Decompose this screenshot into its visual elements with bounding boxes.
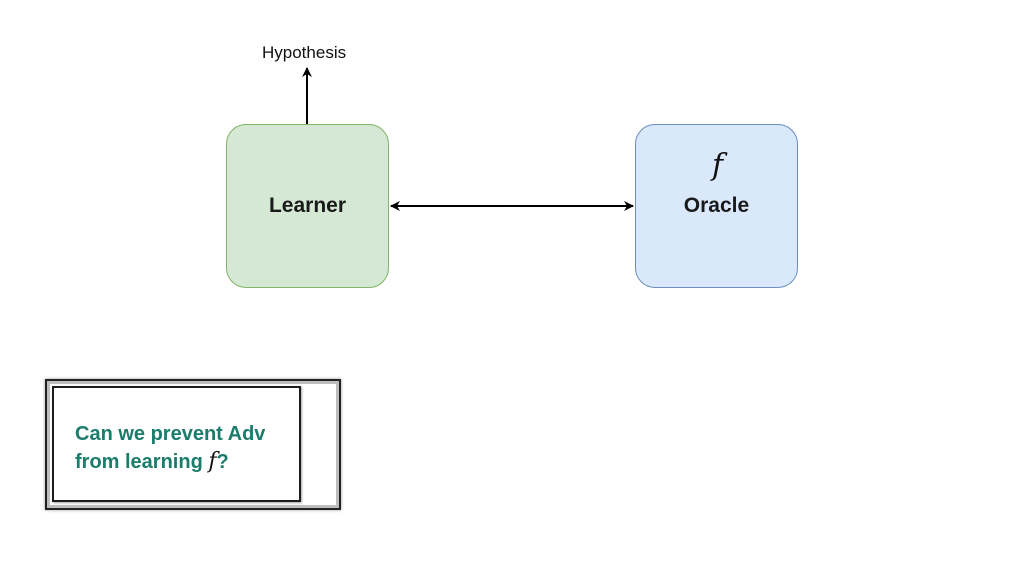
- question-line-1: Can we prevent Adv: [75, 423, 266, 445]
- learner-label: Learner: [268, 194, 347, 217]
- oracle-function-symbol: f: [712, 148, 724, 183]
- question-line-2-prefix: from learning: [75, 451, 209, 473]
- learner-node: Learner: [226, 124, 389, 288]
- question-card: Can we prevent Adv from learning f?: [52, 386, 301, 502]
- question-text: Can we prevent Adv from learning f?: [75, 420, 297, 476]
- question-function-symbol: f: [208, 449, 217, 474]
- edge-label: ·: [510, 200, 513, 211]
- question-line-2-suffix: ?: [216, 451, 229, 473]
- oracle-node: Oracle: [635, 124, 798, 288]
- oracle-label: Oracle: [683, 194, 750, 217]
- hypothesis-label: Hypothesis: [262, 43, 347, 62]
